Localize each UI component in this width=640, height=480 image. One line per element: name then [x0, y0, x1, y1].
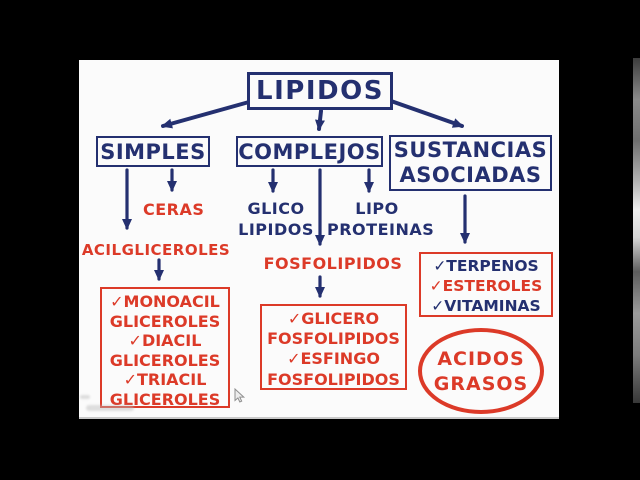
list-item: ✓ESFINGO	[287, 349, 380, 369]
list-item: ✓GLICERO	[287, 309, 380, 328]
slide-smudge	[80, 395, 90, 399]
list-acilgliceroles: ✓MONOACIL GLICEROLES ✓DIACIL GLICEROLES …	[100, 287, 230, 409]
arrow-lipidos-complejos	[315, 109, 325, 131]
list-item: ✓TRIACIL	[123, 370, 207, 390]
node-simples-label: SIMPLES	[100, 139, 206, 164]
list-item: ✓DIACIL	[128, 331, 202, 351]
ellipse-acidos-grasos: ACIDOS GRASOS	[418, 328, 544, 414]
node-lipidos-label: LIPIDOS	[256, 76, 384, 106]
arrow-lipidos-simples	[161, 100, 251, 129]
node-sustancias-line1: SUSTANCIAS	[393, 138, 548, 162]
node-sustancias-asociadas: SUSTANCIAS ASOCIADAS	[389, 135, 552, 191]
node-complejos-label: COMPLEJOS	[238, 139, 381, 164]
list-item: ✓TERPENOS	[433, 257, 539, 275]
node-complejos: COMPLEJOS	[236, 136, 383, 167]
list-item: ✓MONOACIL	[110, 292, 220, 311]
list-fosfolipidos: ✓GLICERO FOSFOLIPIDOS ✓ESFINGO FOSFOLIPI…	[260, 304, 407, 390]
label-glicolipidos: GLICO LIPIDOS	[238, 199, 314, 239]
slide-smudge	[86, 405, 134, 411]
list-item: GLICEROLES	[109, 311, 221, 331]
node-lipidos: LIPIDOS	[247, 72, 393, 110]
list-item: FOSFOLIPIDOS	[267, 329, 400, 349]
node-sustancias-line2: ASOCIADAS	[399, 163, 542, 187]
label-ceras: CERAS	[143, 200, 205, 219]
ellipse-line1: ACIDOS	[437, 348, 525, 370]
mouse-cursor-icon	[234, 388, 246, 403]
label-lipoproteinas: LIPO PROTEINAS	[327, 199, 435, 239]
label-fosfolipidos: FOSFOLIPIDOS	[263, 254, 403, 273]
label-acilgliceroles: ACILGLICEROLES	[81, 241, 231, 259]
list-item: FOSFOLIPIDOS	[267, 369, 400, 389]
ellipse-line2: GRASOS	[433, 373, 529, 395]
list-sustancias-asociadas: ✓TERPENOS ✓ESTEROLES ✓VITAMINAS	[419, 252, 553, 317]
list-item: ✓VITAMINAS	[431, 297, 541, 315]
node-simples: SIMPLES	[96, 136, 210, 167]
list-item: GLICEROLES	[109, 350, 221, 370]
video-noise-edge	[633, 58, 640, 403]
arrow-lipidos-sustancias	[389, 99, 464, 128]
list-item: GLICEROLES	[109, 389, 221, 409]
list-item: ✓ESTEROLES	[429, 277, 543, 295]
